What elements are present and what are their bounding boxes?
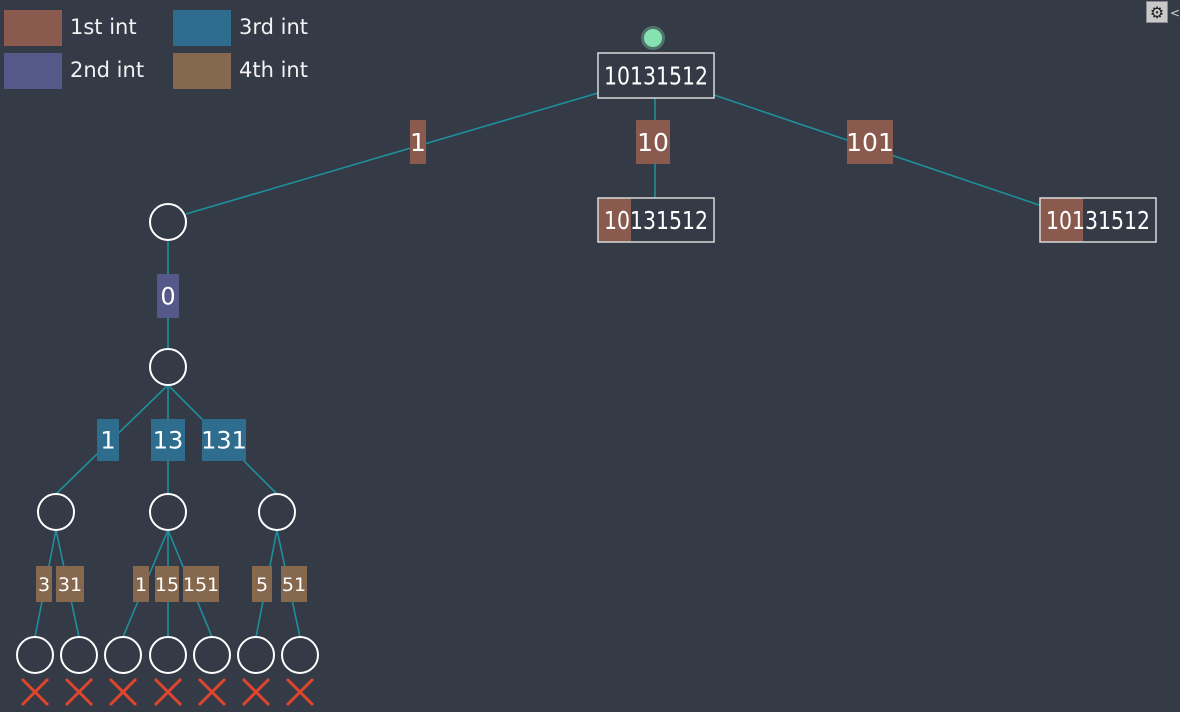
tree-node (149, 203, 187, 241)
legend-label: 1st int (70, 15, 137, 39)
string-node: 10131512 (597, 197, 715, 243)
edge-label-box (252, 566, 272, 602)
fail-x-icon (241, 677, 271, 707)
fail-x-stroke (241, 677, 271, 707)
tree-node (237, 636, 275, 674)
edge-label-box (410, 120, 426, 164)
fail-x-icon (108, 677, 138, 707)
edge-label: 151 (183, 574, 219, 596)
fail-x-icon (285, 677, 315, 707)
string-node-border (597, 52, 715, 99)
tree-node (60, 636, 98, 674)
edge-label-box (847, 120, 893, 164)
tree-node (149, 636, 187, 674)
fail-x-icon (20, 677, 50, 707)
tree-node (281, 636, 319, 674)
tree-edge (185, 92, 599, 215)
edge-label-box (133, 566, 149, 602)
legend-swatch (173, 10, 231, 46)
root-string-node: 10131512 (597, 52, 715, 99)
tree-node (37, 493, 75, 531)
tree-node (16, 636, 54, 674)
edge-label-box (202, 419, 246, 461)
string-node-text: 10131512 (604, 206, 708, 235)
edge-label: 1 (410, 128, 426, 157)
string-node-border (597, 197, 715, 243)
fail-x-stroke (153, 677, 183, 707)
edge-label: 0 (160, 283, 175, 311)
tree-node (104, 636, 142, 674)
matched-prefix-highlight (598, 198, 631, 242)
fail-x-icon (197, 677, 227, 707)
gear-icon[interactable]: ⚙ (1146, 1, 1168, 23)
fail-x-stroke (285, 677, 315, 707)
edge-label: 101 (846, 128, 894, 157)
legend-swatch (173, 53, 231, 89)
fail-x-stroke (108, 677, 138, 707)
edge-label: 3 (38, 574, 50, 596)
legend-swatch (4, 53, 62, 89)
tree-node (193, 636, 231, 674)
edge-label-box (151, 419, 185, 461)
root-dot (644, 29, 662, 47)
tree-node (149, 348, 187, 386)
edge-label: 131 (201, 427, 247, 455)
string-node-text: 10131512 (1046, 206, 1150, 235)
legend-label: 4th int (239, 58, 308, 82)
edge-label-box (36, 566, 52, 602)
fail-x-stroke (64, 677, 94, 707)
string-node-border (1039, 197, 1157, 243)
chevron-left-icon[interactable]: < (1170, 6, 1180, 20)
edge-label: 1 (100, 427, 115, 455)
edge-label-box (281, 566, 307, 602)
edge-label: 13 (153, 427, 184, 455)
fail-x-stroke (20, 677, 50, 707)
edge-label: 51 (282, 574, 306, 596)
edge-label: 1 (135, 574, 147, 596)
edge-label: 10 (637, 128, 669, 157)
fail-x-icon (64, 677, 94, 707)
tree-node (149, 493, 187, 531)
string-node-bg (598, 53, 714, 98)
legend-swatch (4, 10, 62, 46)
tree-node (258, 493, 296, 531)
legend-label: 3rd int (239, 15, 309, 39)
edge-label: 15 (155, 574, 179, 596)
edge-label: 31 (58, 574, 82, 596)
edge-label-box (636, 120, 670, 164)
edge-label-box (157, 274, 179, 318)
fail-x-stroke (197, 677, 227, 707)
edge-label: 5 (256, 574, 268, 596)
fail-x-icon (153, 677, 183, 707)
string-node: 10131512 (1039, 197, 1157, 243)
edge-label-box (97, 419, 119, 461)
matched-prefix-highlight (1040, 198, 1083, 242)
legend-label: 2nd int (70, 58, 145, 82)
string-node-text: 10131512 (604, 62, 708, 91)
edge-label-box (56, 566, 84, 602)
edge-label-box (155, 566, 179, 602)
nodes-layer: 10131512 10131512 10131512 (16, 26, 1157, 707)
edge-label-box (183, 566, 219, 602)
